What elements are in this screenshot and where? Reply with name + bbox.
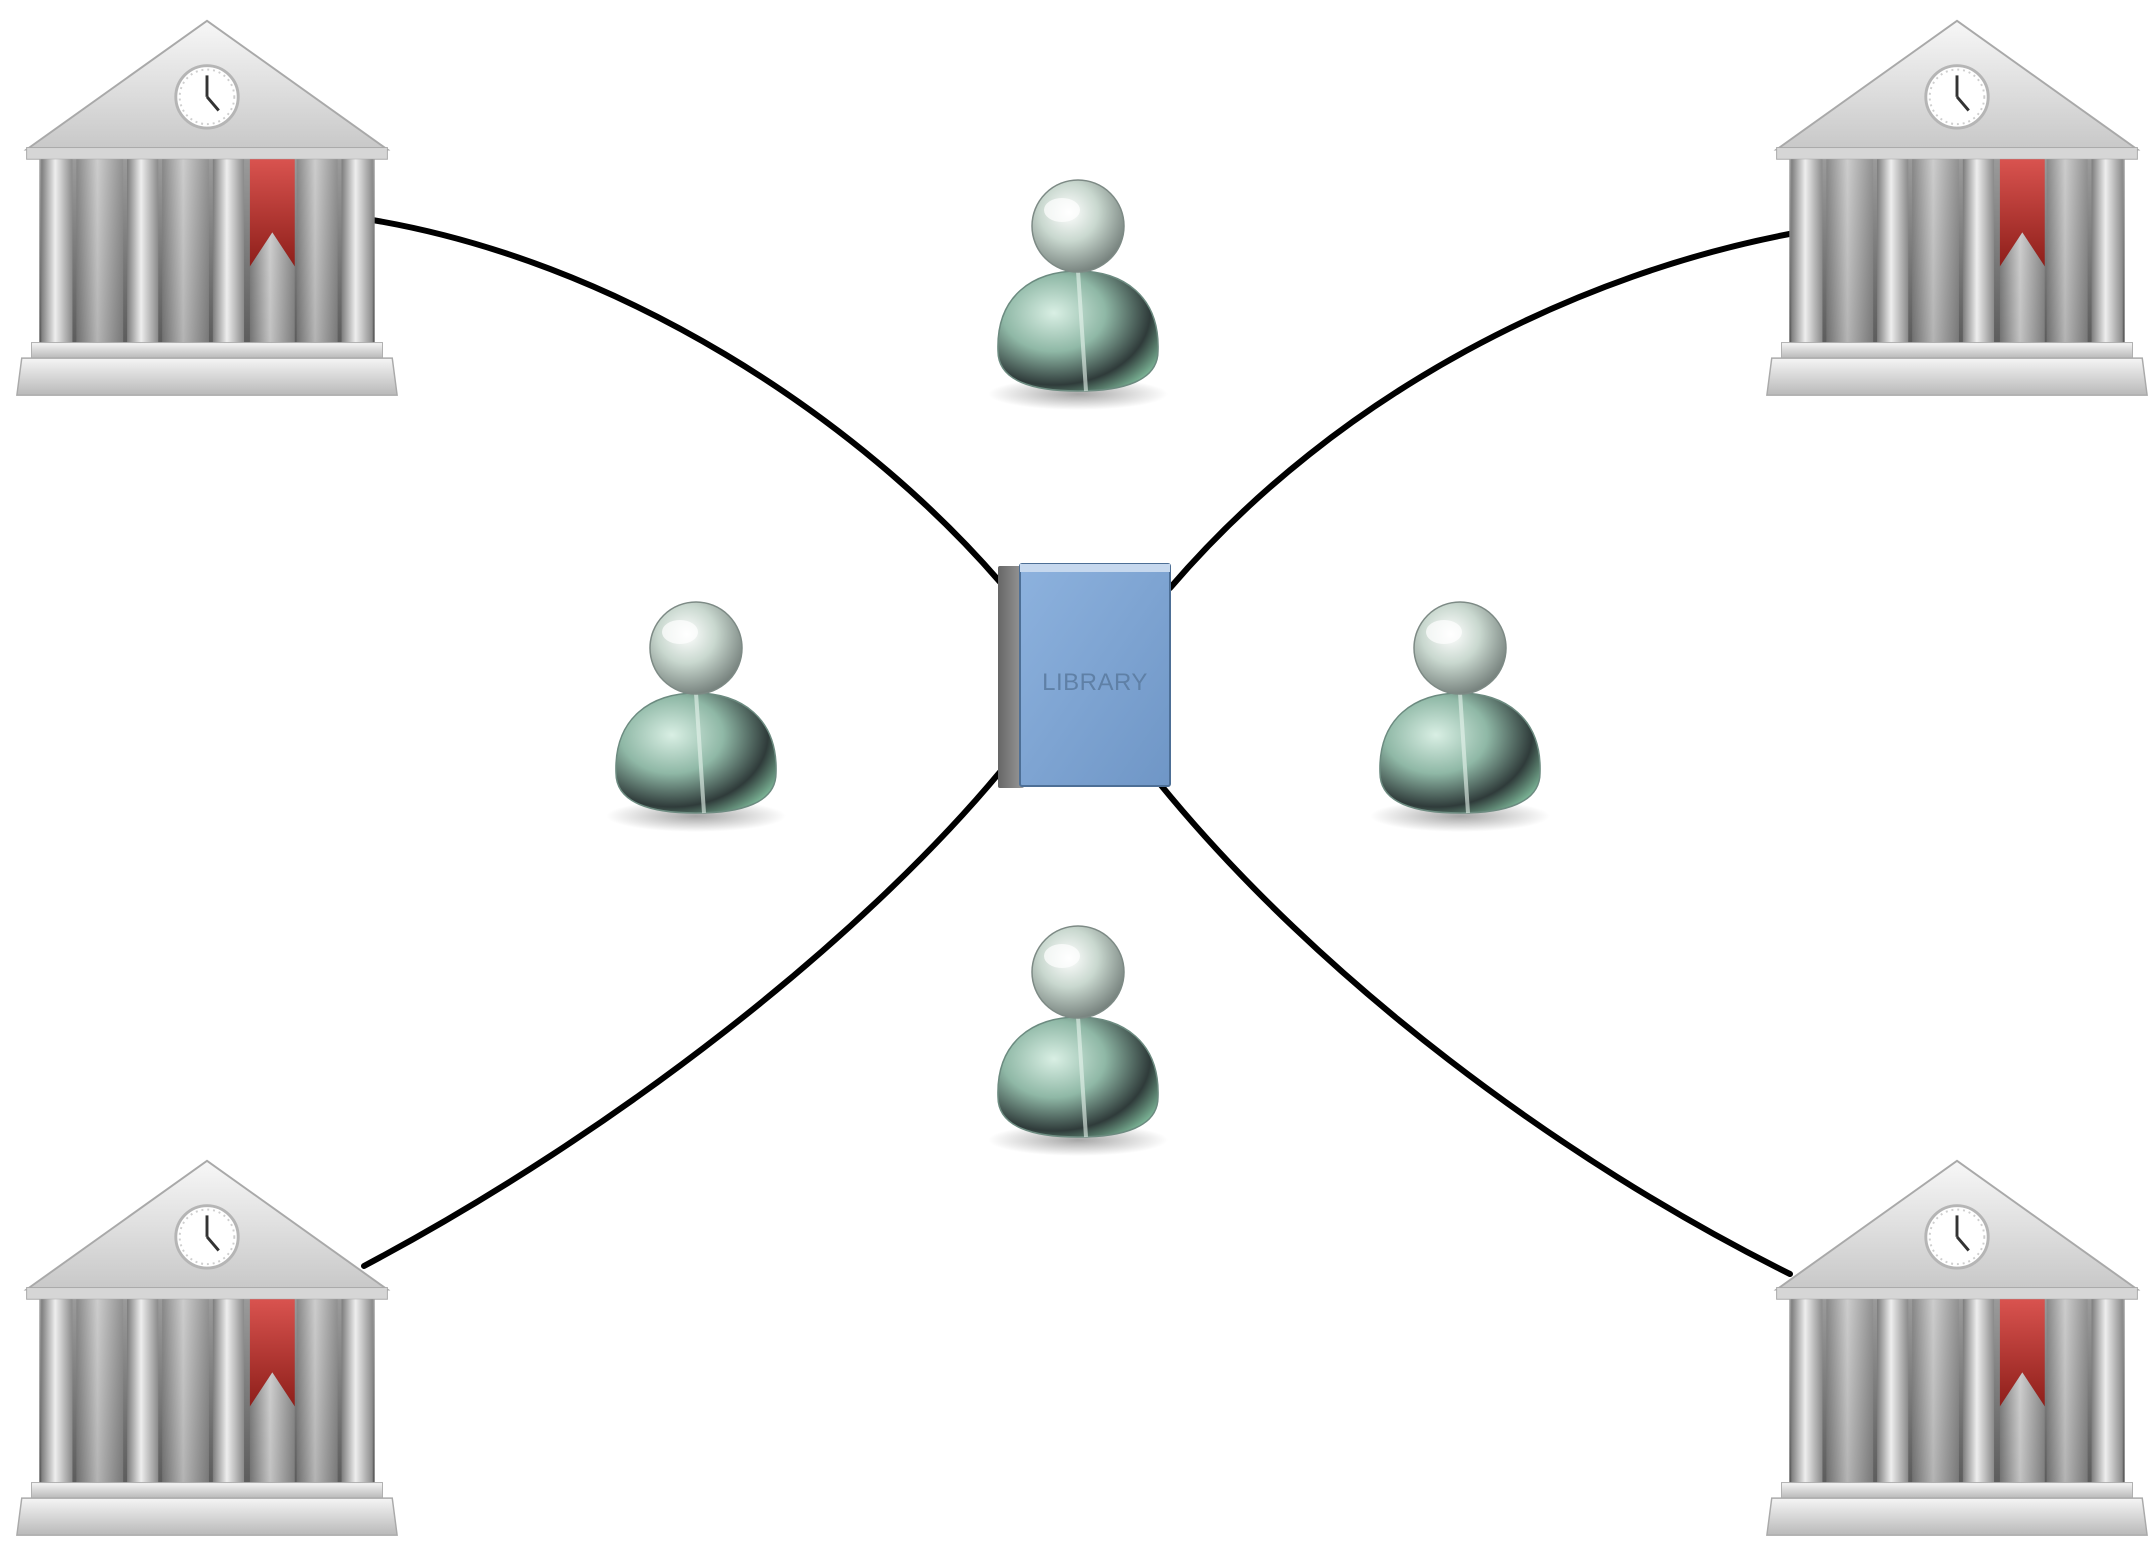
book-top-edge [1020,564,1170,572]
connector-top-right [1167,229,1803,591]
library-building-icon [1765,19,2149,397]
user-icon [986,178,1170,412]
book-spine [998,566,1024,788]
connector-top-left [357,215,1003,585]
library-building-icon [15,19,399,397]
connector-bottom-left [361,769,1003,1269]
user-icon [1368,600,1552,834]
book-label: LIBRARY [1042,669,1148,696]
user-icon [604,600,788,834]
central-library-book: LIBRARY [998,563,1171,788]
library-building-icon [15,1159,399,1537]
connector-bottom-right [1157,781,1793,1277]
user-icon [986,924,1170,1158]
library-building-icon [1765,1159,2149,1537]
connection-lines [357,215,1803,1277]
